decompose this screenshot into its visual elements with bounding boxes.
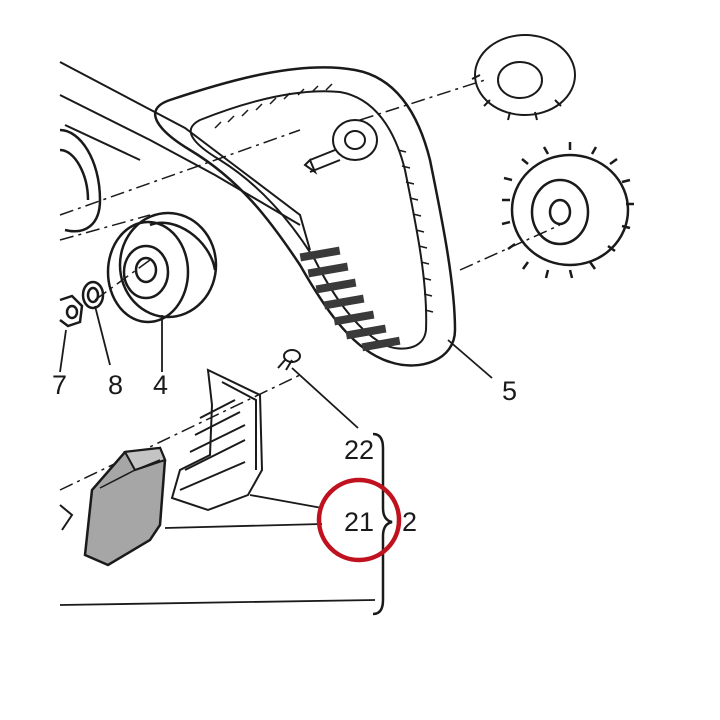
highlight-circle [316, 477, 402, 563]
screw [277, 349, 301, 371]
group-bracket [372, 432, 393, 616]
belt-inner-teeth [214, 83, 434, 313]
timing-belt [154, 66, 457, 367]
water-pump-pulley [59, 128, 102, 233]
callout-8: 8 [108, 370, 123, 400]
engine-outline [59, 61, 311, 251]
leader-lines [59, 305, 493, 606]
edge-fragment [59, 504, 74, 531]
axis-lines [59, 79, 561, 491]
camshaft-sprocket-upper [471, 34, 576, 121]
callout-2: 2 [402, 507, 417, 537]
crankshaft-sprocket [501, 142, 634, 279]
rear-cover-bracket [170, 368, 264, 512]
idler-stud [303, 119, 378, 175]
callout-5: 5 [502, 376, 517, 406]
callout-21: 21 [344, 507, 374, 537]
callout-4: 4 [153, 370, 168, 400]
belt-teeth [299, 246, 401, 352]
callout-22: 22 [344, 435, 374, 465]
nut [59, 294, 84, 328]
washer [81, 280, 105, 310]
callout-7: 7 [52, 370, 67, 400]
lower-cover [83, 446, 167, 567]
tensioner-roller [106, 211, 218, 324]
